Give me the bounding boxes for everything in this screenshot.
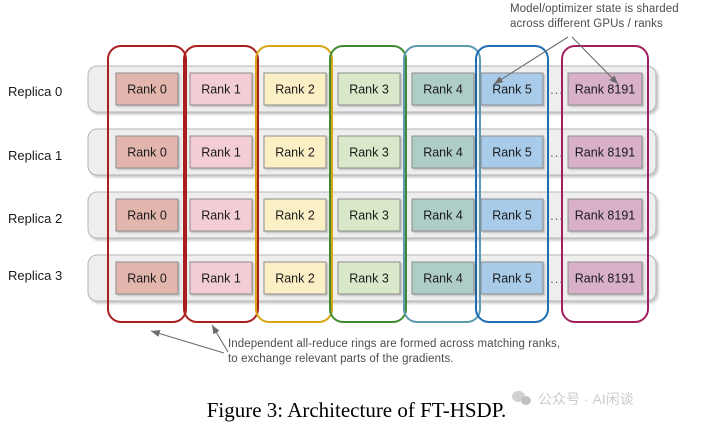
rank-ellipsis: ... <box>550 208 564 223</box>
replica-label-1: Replica 1 <box>8 148 63 163</box>
rank-cell-label: Rank 5 <box>492 272 532 286</box>
rank-cell: Rank 2 <box>263 198 327 232</box>
rank-cell: Rank 4 <box>411 72 475 106</box>
rank-cell: Rank 8191 <box>567 261 643 295</box>
rank-cell: Rank 4 <box>411 198 475 232</box>
rank-cell: Rank 0 <box>115 198 179 232</box>
watermark: 公众号 · AI闲谈 <box>512 389 634 409</box>
rank-cell-label: Rank 3 <box>349 146 389 160</box>
ring-rank-3 <box>329 45 407 323</box>
rank-cell: Rank 4 <box>411 261 475 295</box>
rank-cell-label: Rank 4 <box>423 146 463 160</box>
rank-cell-label: Rank 2 <box>275 209 315 223</box>
rank-cell: Rank 8191 <box>567 198 643 232</box>
rank-cell-label: Rank 3 <box>349 83 389 97</box>
rank-cell-label: Rank 3 <box>349 209 389 223</box>
rank-cell-label: Rank 2 <box>275 272 315 286</box>
rank-cell-label: Rank 0 <box>127 83 167 97</box>
rank-cell: Rank 3 <box>337 135 401 169</box>
rank-cell-label: Rank 5 <box>492 209 532 223</box>
rank-cell: Rank 3 <box>337 72 401 106</box>
rank-cell: Rank 2 <box>263 135 327 169</box>
rank-cell: Rank 0 <box>115 72 179 106</box>
rank-cell-label: Rank 4 <box>423 209 463 223</box>
rank-cell: Rank 5 <box>480 198 544 232</box>
rank-cell: Rank 8191 <box>567 135 643 169</box>
rank-cell-label: Rank 1 <box>201 209 241 223</box>
ring-rank-8191 <box>561 45 649 323</box>
rank-cell: Rank 1 <box>189 72 253 106</box>
ring-rank-0 <box>107 45 187 323</box>
rank-cell-label: Rank 2 <box>275 83 315 97</box>
rank-cell-label: Rank 8191 <box>575 146 636 160</box>
rank-cell: Rank 3 <box>337 198 401 232</box>
rank-cell: Rank 8191 <box>567 72 643 106</box>
ring-rank-5 <box>475 45 549 323</box>
rank-cell-label: Rank 1 <box>201 83 241 97</box>
rank-cell: Rank 1 <box>189 261 253 295</box>
top-annotation-text: Model/optimizer state is sharded across … <box>510 3 679 30</box>
rank-cell: Rank 5 <box>480 135 544 169</box>
ring-rank-2 <box>255 45 333 323</box>
wechat-icon <box>512 391 533 407</box>
rank-cell: Rank 5 <box>480 72 544 106</box>
rank-cell: Rank 4 <box>411 135 475 169</box>
rank-cell: Rank 1 <box>189 198 253 232</box>
rank-cell: Rank 2 <box>263 72 327 106</box>
figure-caption: Figure 3: Architecture of FT-HSDP. <box>206 398 507 422</box>
rank-cell-label: Rank 0 <box>127 209 167 223</box>
ring-rank-1 <box>183 45 259 323</box>
rank-cell-label: Rank 8191 <box>575 209 636 223</box>
rank-cell: Rank 1 <box>189 135 253 169</box>
rank-cell: Rank 2 <box>263 261 327 295</box>
rank-cell-label: Rank 4 <box>423 83 463 97</box>
rank-ellipsis: ... <box>550 82 564 97</box>
rank-cell-label: Rank 3 <box>349 272 389 286</box>
rank-cell-label: Rank 8191 <box>575 83 636 97</box>
replica-label-2: Replica 2 <box>8 211 63 226</box>
rank-ellipsis: ... <box>550 271 564 286</box>
ring-rank-4 <box>403 45 481 323</box>
bottom-annotation-arrows <box>150 324 229 354</box>
watermark-text: 公众号 · AI闲谈 <box>538 391 634 407</box>
top-annotation-arrows <box>493 36 619 85</box>
rank-cell-label: Rank 0 <box>127 146 167 160</box>
rank-cell: Rank 3 <box>337 261 401 295</box>
rank-cell-label: Rank 1 <box>201 146 241 160</box>
rank-cell-label: Rank 5 <box>492 83 532 97</box>
rank-cell-label: Rank 8191 <box>575 272 636 286</box>
rank-ellipsis: ... <box>550 145 564 160</box>
rank-cell-label: Rank 0 <box>127 272 167 286</box>
replica-label-0: Replica 0 <box>8 84 63 99</box>
replica-label-3: Replica 3 <box>8 268 63 283</box>
rank-cell: Rank 0 <box>115 261 179 295</box>
rank-cell: Rank 5 <box>480 261 544 295</box>
rank-cell-label: Rank 4 <box>423 272 463 286</box>
rank-cell-label: Rank 5 <box>492 146 532 160</box>
rank-cell-label: Rank 2 <box>275 146 315 160</box>
rank-cell-label: Rank 1 <box>201 272 241 286</box>
bottom-annotation-text: Independent all-reduce rings are formed … <box>228 338 561 365</box>
rank-cell: Rank 0 <box>115 135 179 169</box>
